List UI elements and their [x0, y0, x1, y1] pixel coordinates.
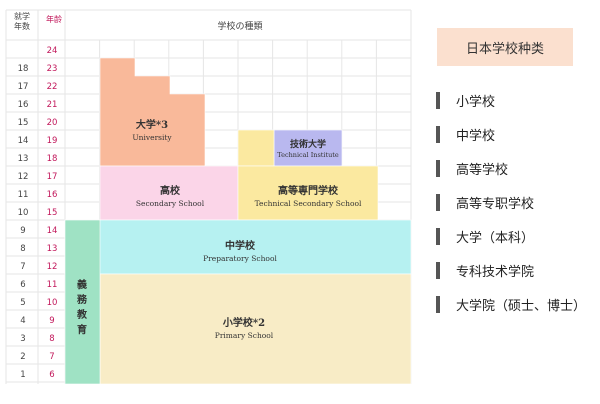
age-label: 19 — [47, 136, 58, 146]
school-year-label: 13 — [18, 154, 29, 164]
school-year-label: 7 — [20, 262, 25, 272]
school-year-label: 4 — [20, 316, 25, 326]
school-year-label: 5 — [20, 298, 25, 308]
junior-high-label-jp: 中学校 — [225, 239, 256, 252]
age-label: 22 — [47, 82, 58, 92]
age-label: 17 — [47, 172, 58, 182]
age-label: 10 — [47, 298, 58, 308]
technical-secondary-label-en: Technical Secondary School — [255, 199, 362, 208]
age-label: 16 — [47, 190, 58, 200]
age-label: 8 — [49, 334, 54, 344]
school-type-label: 大学（本科） — [456, 231, 535, 246]
school-type-label: 高等专职学校 — [456, 197, 535, 212]
age-label: 13 — [47, 244, 58, 254]
school-year-label: 3 — [20, 334, 25, 344]
age-label: 15 — [47, 208, 58, 218]
school-type-label: 专科技术学院 — [456, 265, 535, 280]
school-year-label: 14 — [18, 136, 29, 146]
age-label: 7 — [49, 352, 54, 362]
school-type-label: 大学院（硕士、博士） — [456, 299, 587, 314]
school-type-item: 专科技术学院 — [436, 258, 586, 292]
age-label: 21 — [47, 100, 58, 110]
list-marker-icon — [436, 160, 440, 177]
list-marker-icon — [436, 262, 440, 279]
junior-high-block: 中学校 Preparatory School — [64, 219, 412, 275]
technical-secondary-label-jp: 高等専門学校 — [278, 184, 339, 197]
university-label-jp: 大学*3 — [136, 118, 168, 131]
age-label: 11 — [47, 280, 58, 290]
school-year-label: 15 — [18, 118, 29, 128]
age-label: 23 — [47, 64, 58, 74]
school-type-label: 高等学校 — [456, 163, 509, 178]
list-marker-icon — [436, 126, 440, 143]
school-type-item: 大学（本科） — [436, 224, 586, 258]
school-year-label: 12 — [18, 172, 29, 182]
junior-high-label-en: Preparatory School — [203, 254, 277, 263]
header-school-year: 就学年数 — [14, 11, 30, 31]
school-year-label: 17 — [18, 82, 29, 92]
list-marker-icon — [436, 228, 440, 245]
header-age: 年龄 — [46, 14, 62, 24]
age-label: 18 — [47, 154, 58, 164]
compulsory-education-label: 義務教育 — [76, 278, 88, 336]
elementary-label-en: Primary School — [215, 331, 274, 340]
school-year-label: 6 — [20, 280, 25, 290]
header-title: 学校の種類 — [217, 20, 262, 32]
age-label: 14 — [47, 226, 58, 236]
compulsory-education-block: 義務教育 — [64, 219, 101, 385]
side-panel-title: 日本学校种类 — [437, 28, 573, 66]
high-school-label-jp: 高校 — [160, 184, 181, 197]
school-year-label: 18 — [18, 64, 29, 74]
school-year-label: 10 — [18, 208, 29, 218]
age-label: 24 — [47, 46, 58, 56]
elementary-block: 小学校*2 Primary School — [99, 273, 412, 385]
school-year-label: 1 — [20, 370, 25, 380]
age-label: 12 — [47, 262, 58, 272]
age-label: 6 — [49, 370, 54, 380]
school-type-list: 小学校中学校高等学校高等专职学校大学（本科） 专科技术学院大学院（硕士、博士） — [436, 88, 586, 326]
high-school-label-en: Secondary School — [136, 199, 205, 208]
school-type-item: 高等专职学校 — [436, 190, 586, 224]
university-label-en: University — [132, 133, 172, 142]
list-marker-icon — [436, 194, 440, 211]
school-type-item: 中学校 — [436, 122, 586, 156]
technical-institute-label-jp: 技術大学 — [290, 138, 326, 150]
school-year-label: 16 — [18, 100, 29, 110]
age-label: 20 — [47, 118, 58, 128]
list-marker-icon — [436, 92, 440, 109]
school-type-item: 高等学校 — [436, 156, 586, 190]
school-year-label: 8 — [20, 244, 25, 254]
university-block: 大学*3 University — [99, 57, 206, 167]
school-year-label: 2 — [20, 352, 25, 362]
school-year-label: 11 — [18, 190, 29, 200]
school-type-item: 小学校 — [436, 88, 586, 122]
school-type-item: 大学院（硕士、博士） — [436, 292, 586, 326]
elementary-label-jp: 小学校*2 — [222, 316, 265, 329]
school-type-label: 中学校 — [456, 129, 496, 144]
age-label: 9 — [49, 316, 54, 326]
school-type-label: 小学校 — [456, 95, 496, 110]
technical-institute-block: 技術大学 Technical Institute — [237, 129, 343, 167]
technical-secondary-block: 高等専門学校 Technical Secondary School — [237, 165, 379, 221]
technical-institute-label-en: Technical Institute — [277, 151, 339, 159]
school-year-label: 9 — [20, 226, 25, 236]
high-school-block: 高校 Secondary School — [99, 165, 239, 221]
list-marker-icon — [436, 296, 440, 313]
